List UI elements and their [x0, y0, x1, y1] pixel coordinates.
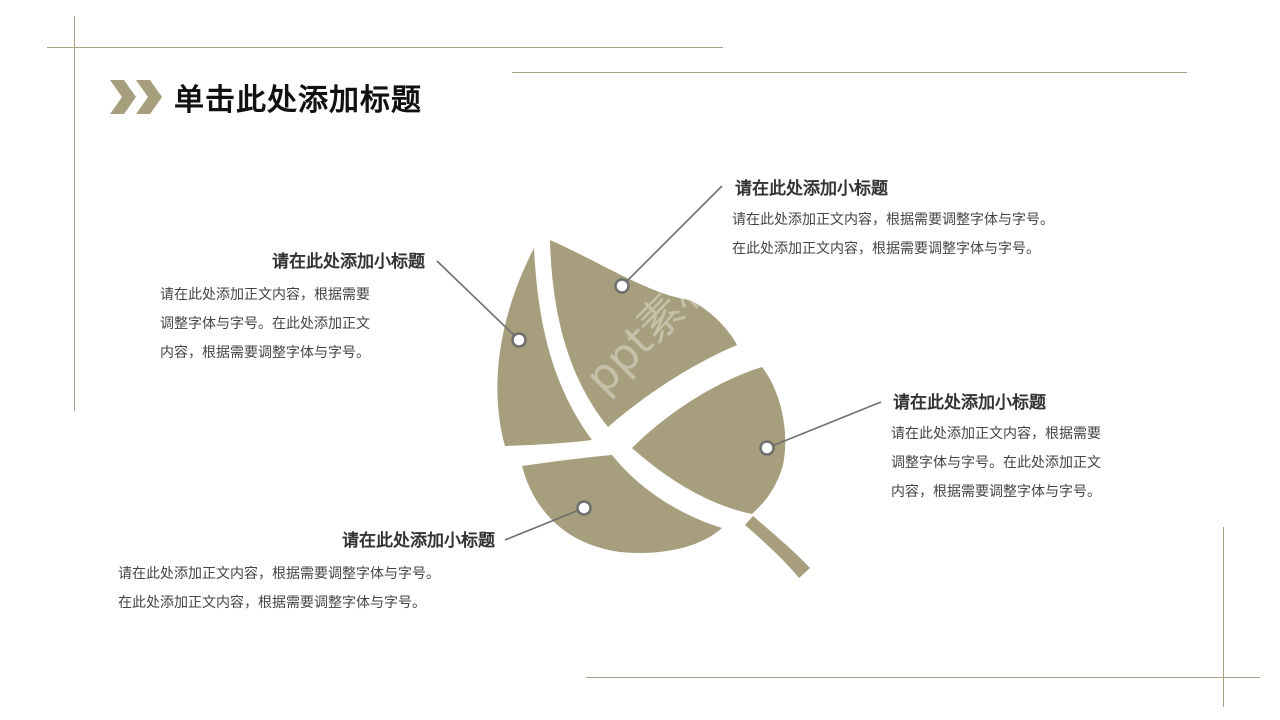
callout-body-line: 内容，根据需要调整字体与字号。 — [891, 484, 1101, 500]
callout-left[interactable]: 请在此处添加小标题 请在此处添加正文内容，根据需要 调整字体与字号。在此处添加正… — [160, 251, 425, 368]
callout-top-right[interactable]: 请在此处添加小标题 请在此处添加正文内容，根据需要调整字体与字号。 在此处添加正… — [732, 178, 1054, 264]
callout-body-line: 调整字体与字号。在此处添加正文 — [891, 455, 1101, 471]
callout-body-line: 调整字体与字号。在此处添加正文 — [160, 316, 370, 332]
bottom-rule — [586, 677, 1260, 678]
page-title[interactable]: 单击此处添加标题 — [174, 83, 422, 118]
title-area: 单击此处添加标题 — [110, 76, 422, 118]
callout-body-line: 请在此处添加正文内容，根据需要调整字体与字号。 — [118, 566, 440, 582]
callout-body-line: 在此处添加正文内容，根据需要调整字体与字号。 — [118, 595, 426, 611]
leaf — [497, 240, 810, 578]
connector-line-3 — [766, 401, 882, 449]
callout-body-line: 请在此处添加正文内容，根据需要 — [891, 426, 1101, 442]
right-rule — [1223, 527, 1224, 707]
connector-dot-3 — [759, 440, 775, 456]
connector-dot-1 — [614, 278, 630, 294]
callout-subtitle: 请在此处添加小标题 — [735, 179, 888, 199]
callout-subtitle: 请在此处添加小标题 — [893, 393, 1046, 413]
left-rule — [74, 16, 75, 411]
callout-subtitle: 请在此处添加小标题 — [342, 531, 495, 551]
connector-line-4 — [504, 507, 585, 541]
connector-line-2 — [436, 260, 520, 341]
callout-right[interactable]: 请在此处添加小标题 请在此处添加正文内容，根据需要 调整字体与字号。在此处添加正… — [891, 392, 1101, 507]
callout-body-line: 请在此处添加正文内容，根据需要调整字体与字号。 — [732, 212, 1054, 228]
callout-subtitle: 请在此处添加小标题 — [272, 252, 425, 272]
callout-body-line: 请在此处添加正文内容，根据需要 — [160, 287, 370, 303]
callout-body-line: 在此处添加正文内容，根据需要调整字体与字号。 — [732, 241, 1040, 257]
top-rule-left — [47, 47, 723, 48]
connector-dots — [511, 278, 775, 516]
chevrons-icon — [110, 80, 162, 114]
leaf-segment-bottom-right — [632, 367, 786, 514]
callout-body-line: 内容，根据需要调整字体与字号。 — [160, 345, 370, 361]
connector-dot-2 — [511, 332, 527, 348]
connector-line-1 — [621, 185, 723, 287]
leaf-segment-bottom-left — [522, 455, 722, 553]
leaf-segment-top-left — [497, 248, 592, 446]
connectors — [436, 185, 882, 541]
callout-bottom-left[interactable]: 请在此处添加小标题 请在此处添加正文内容，根据需要调整字体与字号。 在此处添加正… — [118, 530, 495, 618]
leaf-stem — [745, 516, 810, 578]
leaf-segment-top-right — [550, 240, 737, 427]
top-rule-right — [512, 72, 1187, 73]
connector-dot-4 — [576, 500, 592, 516]
